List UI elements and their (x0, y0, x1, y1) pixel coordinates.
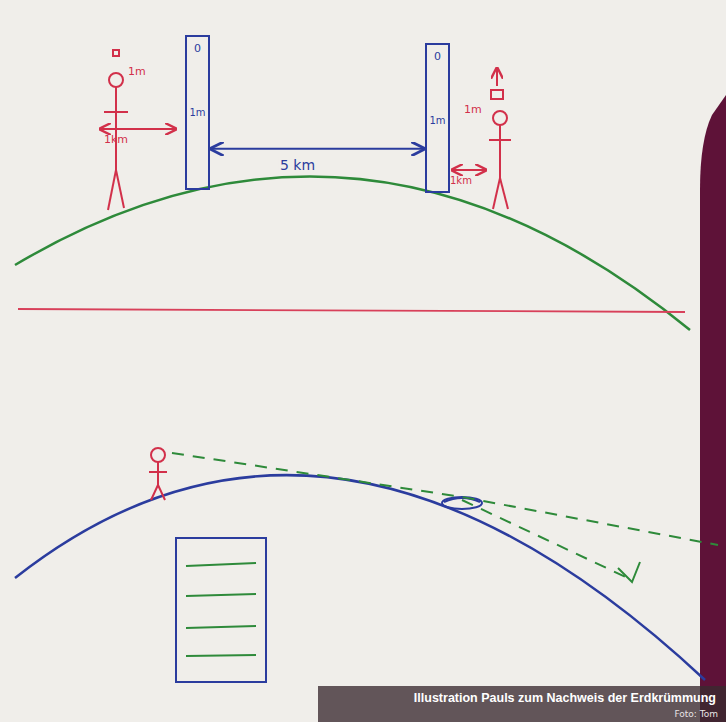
horizontal-line (18, 309, 685, 312)
dimension-label: 1km (104, 134, 128, 146)
post-mark: 1m (429, 115, 445, 126)
post-box: 0 1m (425, 43, 450, 193)
person-figure (100, 50, 176, 210)
boat (442, 497, 482, 509)
post-mark: 0 (434, 51, 441, 63)
sight-arrow (618, 562, 640, 582)
earth-arc (15, 177, 690, 330)
caption-ground (318, 686, 726, 722)
person-figure (149, 448, 167, 500)
side-bar (700, 95, 726, 722)
person-figure (452, 68, 511, 209)
earth-arc (15, 475, 705, 680)
caption: Illustration Pauls zum Nachweis der Erdk… (414, 692, 716, 706)
distance-arrow (211, 148, 424, 150)
sight-line (462, 500, 632, 580)
dimension-label: 1m (128, 66, 146, 78)
dimension-label: 1km (450, 175, 472, 186)
post-mark: 0 (194, 43, 201, 55)
photo-credit: Foto: Tom (674, 710, 718, 720)
distance-label: 5 km (278, 157, 317, 173)
post-mark: 1m (189, 107, 205, 118)
post-box: 0 1m (185, 35, 210, 190)
sight-line (172, 453, 718, 545)
dimension-label: 1m (464, 104, 482, 116)
lined-box (176, 538, 266, 682)
